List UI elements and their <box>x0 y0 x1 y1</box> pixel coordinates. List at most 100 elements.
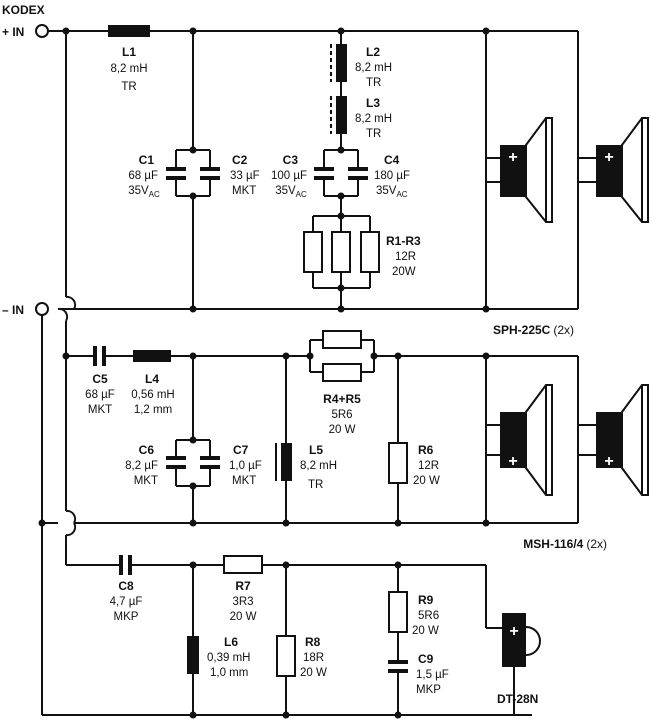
minus-in-terminal <box>35 302 49 316</box>
l3-type: TR <box>366 128 381 140</box>
speaker-plus-sign: + <box>508 149 517 166</box>
junction-dot <box>189 305 197 313</box>
r6-power: 20 W <box>413 475 440 487</box>
c2-value: 33 µF <box>230 170 260 182</box>
speaker-magnet <box>500 145 526 197</box>
inductor-l6 <box>187 636 199 674</box>
r8-name: R8 <box>305 635 321 649</box>
capacitor-c2 <box>200 167 220 171</box>
l1-value: 8,2 mH <box>110 63 147 75</box>
l1-name: L1 <box>122 45 136 59</box>
junction-dot <box>306 352 314 360</box>
r1-r3-name: R1-R3 <box>386 234 421 248</box>
wire-hop <box>65 509 77 524</box>
junction-dots <box>38 27 490 719</box>
minus-in-label: – IN <box>2 303 24 317</box>
c7-type: MKT <box>232 475 256 487</box>
capacitor-c3 <box>314 167 334 171</box>
speaker-cone <box>621 117 649 223</box>
l6-value: 0,39 mH <box>207 652 250 664</box>
l4-wire: 1,2 mm <box>134 404 172 416</box>
c6-name: C6 <box>139 443 155 457</box>
capacitor-c8 <box>128 555 132 575</box>
speaker-magnet <box>596 412 622 468</box>
capacitor-c5 <box>102 346 106 366</box>
speaker-magnet <box>500 412 526 468</box>
speaker-plus-sign: + <box>508 453 517 470</box>
c7-name: C7 <box>233 443 249 457</box>
junction-dot <box>189 27 197 35</box>
capacitor-c8 <box>119 555 123 575</box>
c3-name: C3 <box>283 153 299 167</box>
junction-dot <box>482 27 490 35</box>
capacitor-c6 <box>166 456 186 460</box>
section-midrange: C5 68 µF MKT L4 0,56 mH 1,2 mm R4+R5 5R6… <box>42 330 649 551</box>
junction-dot <box>189 192 197 200</box>
c6-value: 8,2 µF <box>125 460 158 472</box>
junction-dot <box>62 352 70 360</box>
speaker-plus-sign: + <box>509 623 518 640</box>
capacitor-c7 <box>200 465 220 469</box>
speaker-msh116-count: (2x) <box>586 537 607 551</box>
resistor-r6 <box>388 442 408 484</box>
speaker-msh116-b: + <box>596 384 649 496</box>
speaker-msh116-name: MSH-116/4 <box>523 537 583 551</box>
speaker-dome <box>525 626 541 656</box>
capacitor-c4 <box>348 167 368 171</box>
c1-rating-sub: AC <box>149 190 160 199</box>
speaker-sph225c-count: (2x) <box>553 323 574 337</box>
junction-dot <box>337 305 345 313</box>
resistor-r1 <box>303 231 323 273</box>
c3-rating-sub: AC <box>296 190 307 199</box>
speaker-sph225c-label: SPH-225C(2x) <box>493 323 574 337</box>
c2-name: C2 <box>232 153 248 167</box>
junction-dot <box>337 192 345 200</box>
c1-value: 68 µF <box>128 170 158 182</box>
section-woofer: L1 8,2 mH TR C1 68 µF 35VAC C2 33 µF MKT <box>48 25 649 337</box>
inductor-l2 <box>336 44 347 82</box>
capacitor-c3 <box>314 176 334 180</box>
l4-name: L4 <box>145 372 159 386</box>
l6-wire: 1,0 mm <box>210 667 248 679</box>
resistor-r7 <box>223 555 263 574</box>
speaker-magnet <box>502 613 526 667</box>
l2-value: 8,2 mH <box>355 62 392 74</box>
r4-r5-value: 5R6 <box>331 409 352 421</box>
plus-in-terminal <box>35 24 49 38</box>
c1-rating-main: 35V <box>128 185 149 197</box>
junction-dot <box>189 711 197 719</box>
speaker-plus-sign: + <box>604 149 613 166</box>
speaker-sph225c-b: + <box>596 117 649 223</box>
junction-dot <box>282 711 290 719</box>
capacitor-c7 <box>200 456 220 460</box>
junction-dot <box>337 284 345 292</box>
section-tweeter: C8 4,7 µF MKP R7 3R3 20 W L6 0,39 mH 1,0… <box>66 555 541 715</box>
inductor-l5 <box>281 443 292 481</box>
speaker-msh116-a: + <box>500 384 553 496</box>
c5-name: C5 <box>92 372 108 386</box>
wire-hop <box>65 295 77 310</box>
speaker-dt28n-label: DT-28N <box>497 692 538 706</box>
junction-dot <box>337 146 345 154</box>
r4-r5-power: 20 W <box>329 424 356 436</box>
speaker-dt28n: + <box>502 613 541 667</box>
c6-type: MKT <box>134 475 158 487</box>
junction-dot <box>189 352 197 360</box>
junction-dot <box>370 352 378 360</box>
junction-dot <box>337 212 345 220</box>
speaker-magnet <box>596 145 622 197</box>
resistor-r4 <box>322 330 362 349</box>
junction-dot <box>394 561 402 569</box>
junction-dot <box>282 352 290 360</box>
c3-rating: 35VAC <box>275 185 307 199</box>
r7-power: 20 W <box>230 611 257 623</box>
capacitor-c4 <box>348 176 368 180</box>
c3-rating-main: 35V <box>275 185 296 197</box>
wire-hop <box>57 307 69 322</box>
speaker-msh116-label: MSH-116/4(2x) <box>523 537 607 551</box>
r8-power: 20 W <box>300 667 327 679</box>
capacitor-c9 <box>388 669 408 673</box>
l2-name: L2 <box>366 45 380 59</box>
capacitor-c1 <box>166 167 186 171</box>
